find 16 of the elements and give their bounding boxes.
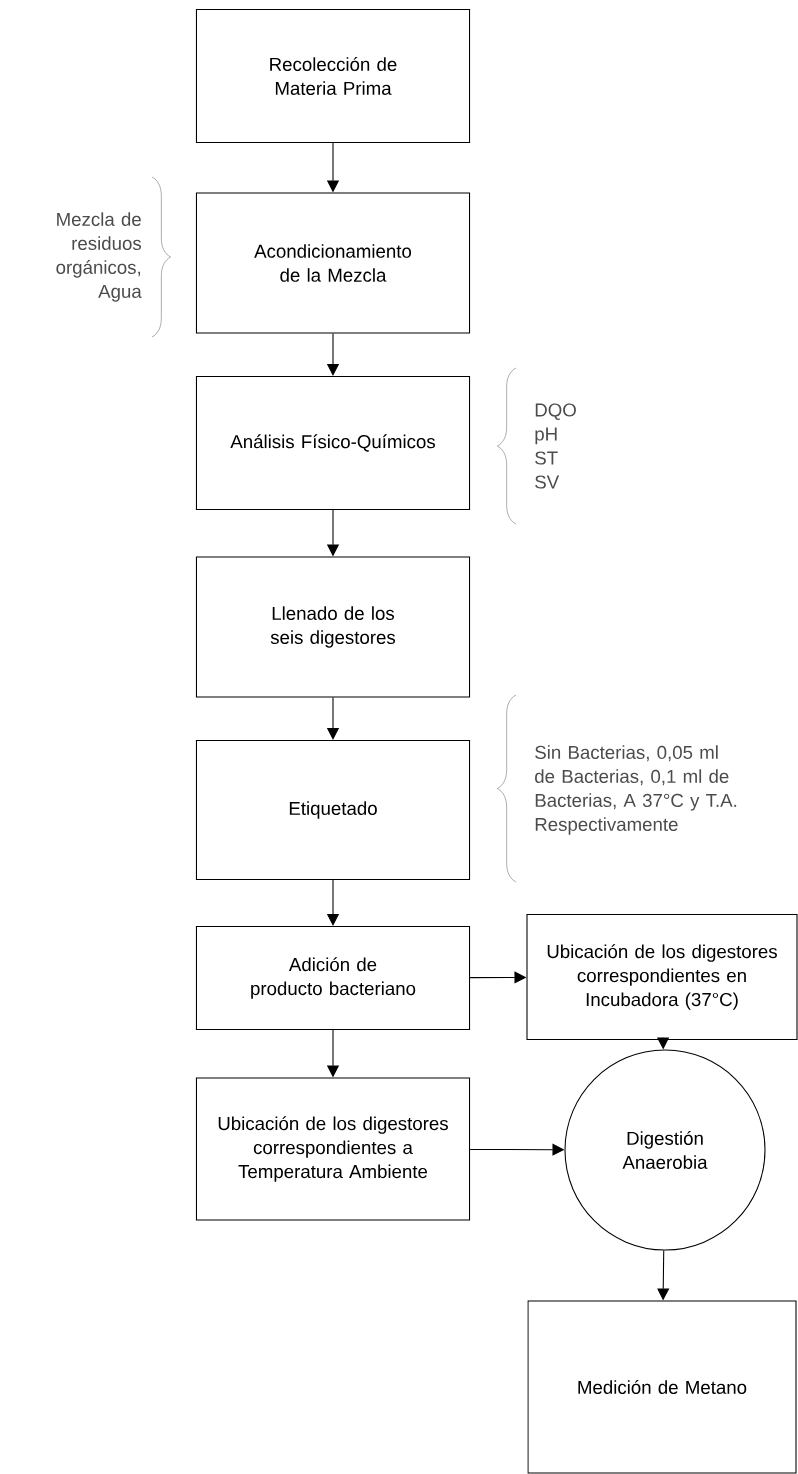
process-box: Acondicionamiento de la Mezcla [195,192,471,334]
process-box: Medición de Metano [527,1300,797,1474]
process-box: Llenado de los seis digestores [195,556,471,698]
node-label: ST [535,451,558,465]
node-label: pH [535,427,557,445]
annotation-text: DQO pH ST SV [535,403,576,489]
process-box: Análisis Físico-Químicos [195,375,471,511]
process-box: Ubicación de los digestores correspondientes a Temperatura Ambiente [195,1077,471,1221]
node-label: SV [535,475,560,489]
process-box: Adición de producto bacteriano [195,926,471,1030]
annotation-text: Sin Bacterias, 0,05 ml de Bacterias, 0,1 ml de Bacterias, A 37°C y T.A. Respectivamente [535,745,737,835]
process-box: Ubicación de los digestores correspondientes en Incubadora (37°C) [526,913,798,1041]
node-label: DQO [535,403,576,420]
process-box: Etiquetado [195,740,471,880]
annotation-text: Mezcla de residuos orgánicos, Agua [56,212,142,302]
process-box: Recolección de Materia Prima [195,8,471,144]
